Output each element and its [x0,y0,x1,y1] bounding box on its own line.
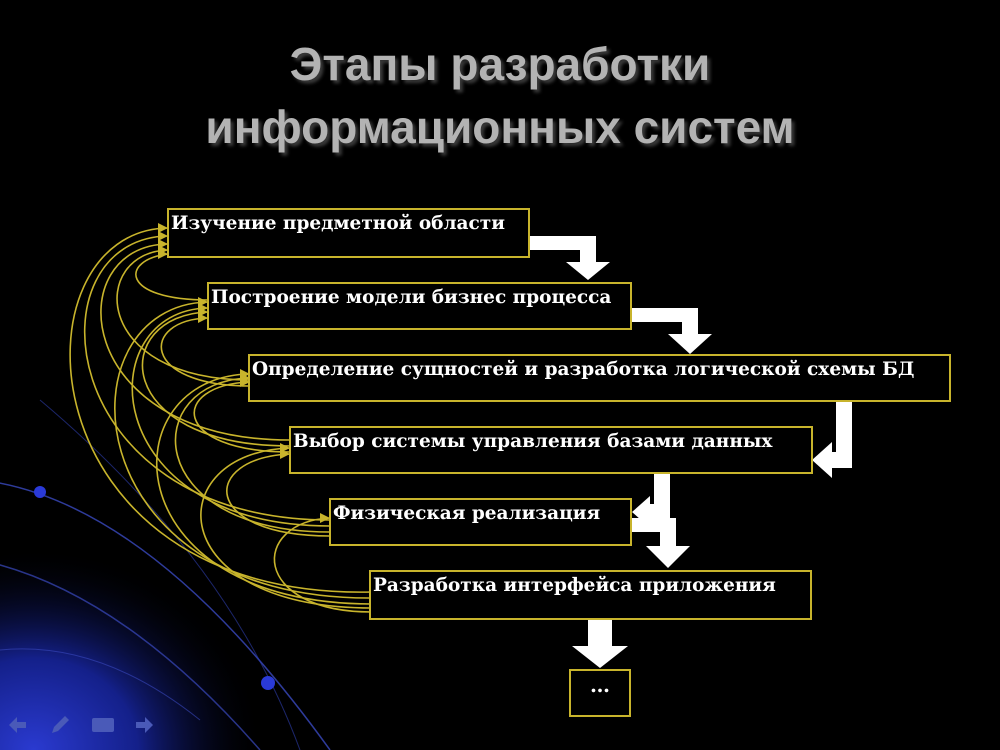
decor-dot [261,676,275,690]
slide-title-line-2: информационных систем [205,101,795,153]
stage-label-4: Выбор системы управления базами данных [293,431,773,452]
stage-label-6: Разработка интерфейса приложения [373,575,776,596]
stage-box-2: Построение модели бизнес процесса [207,282,632,330]
stage-box-4: Выбор системы управления базами данных [289,426,813,474]
menu-icon[interactable] [90,713,116,737]
stage-box-6: Разработка интерфейса приложения [369,570,812,620]
forward-arrow-icon[interactable] [132,713,156,737]
back-arrow-icon[interactable] [6,713,30,737]
pen-icon[interactable] [48,713,72,737]
stage-label-5: Физическая реализация [333,503,601,524]
stage-box-3: Определение сущностей и разработка логич… [248,354,951,402]
stage-box-1: Изучение предметной области [167,208,530,258]
stage-box-5: Физическая реализация [329,498,632,546]
continuation-label: … [590,673,610,697]
stage-label-2: Построение модели бизнес процесса [211,287,612,308]
stage-label-3: Определение сущностей и разработка логич… [252,359,915,380]
slide-title-line-1: Этапы разработки [289,38,711,90]
stage-label-1: Изучение предметной области [171,213,505,234]
decor-dot [34,486,46,498]
continuation-box: … [569,669,631,717]
